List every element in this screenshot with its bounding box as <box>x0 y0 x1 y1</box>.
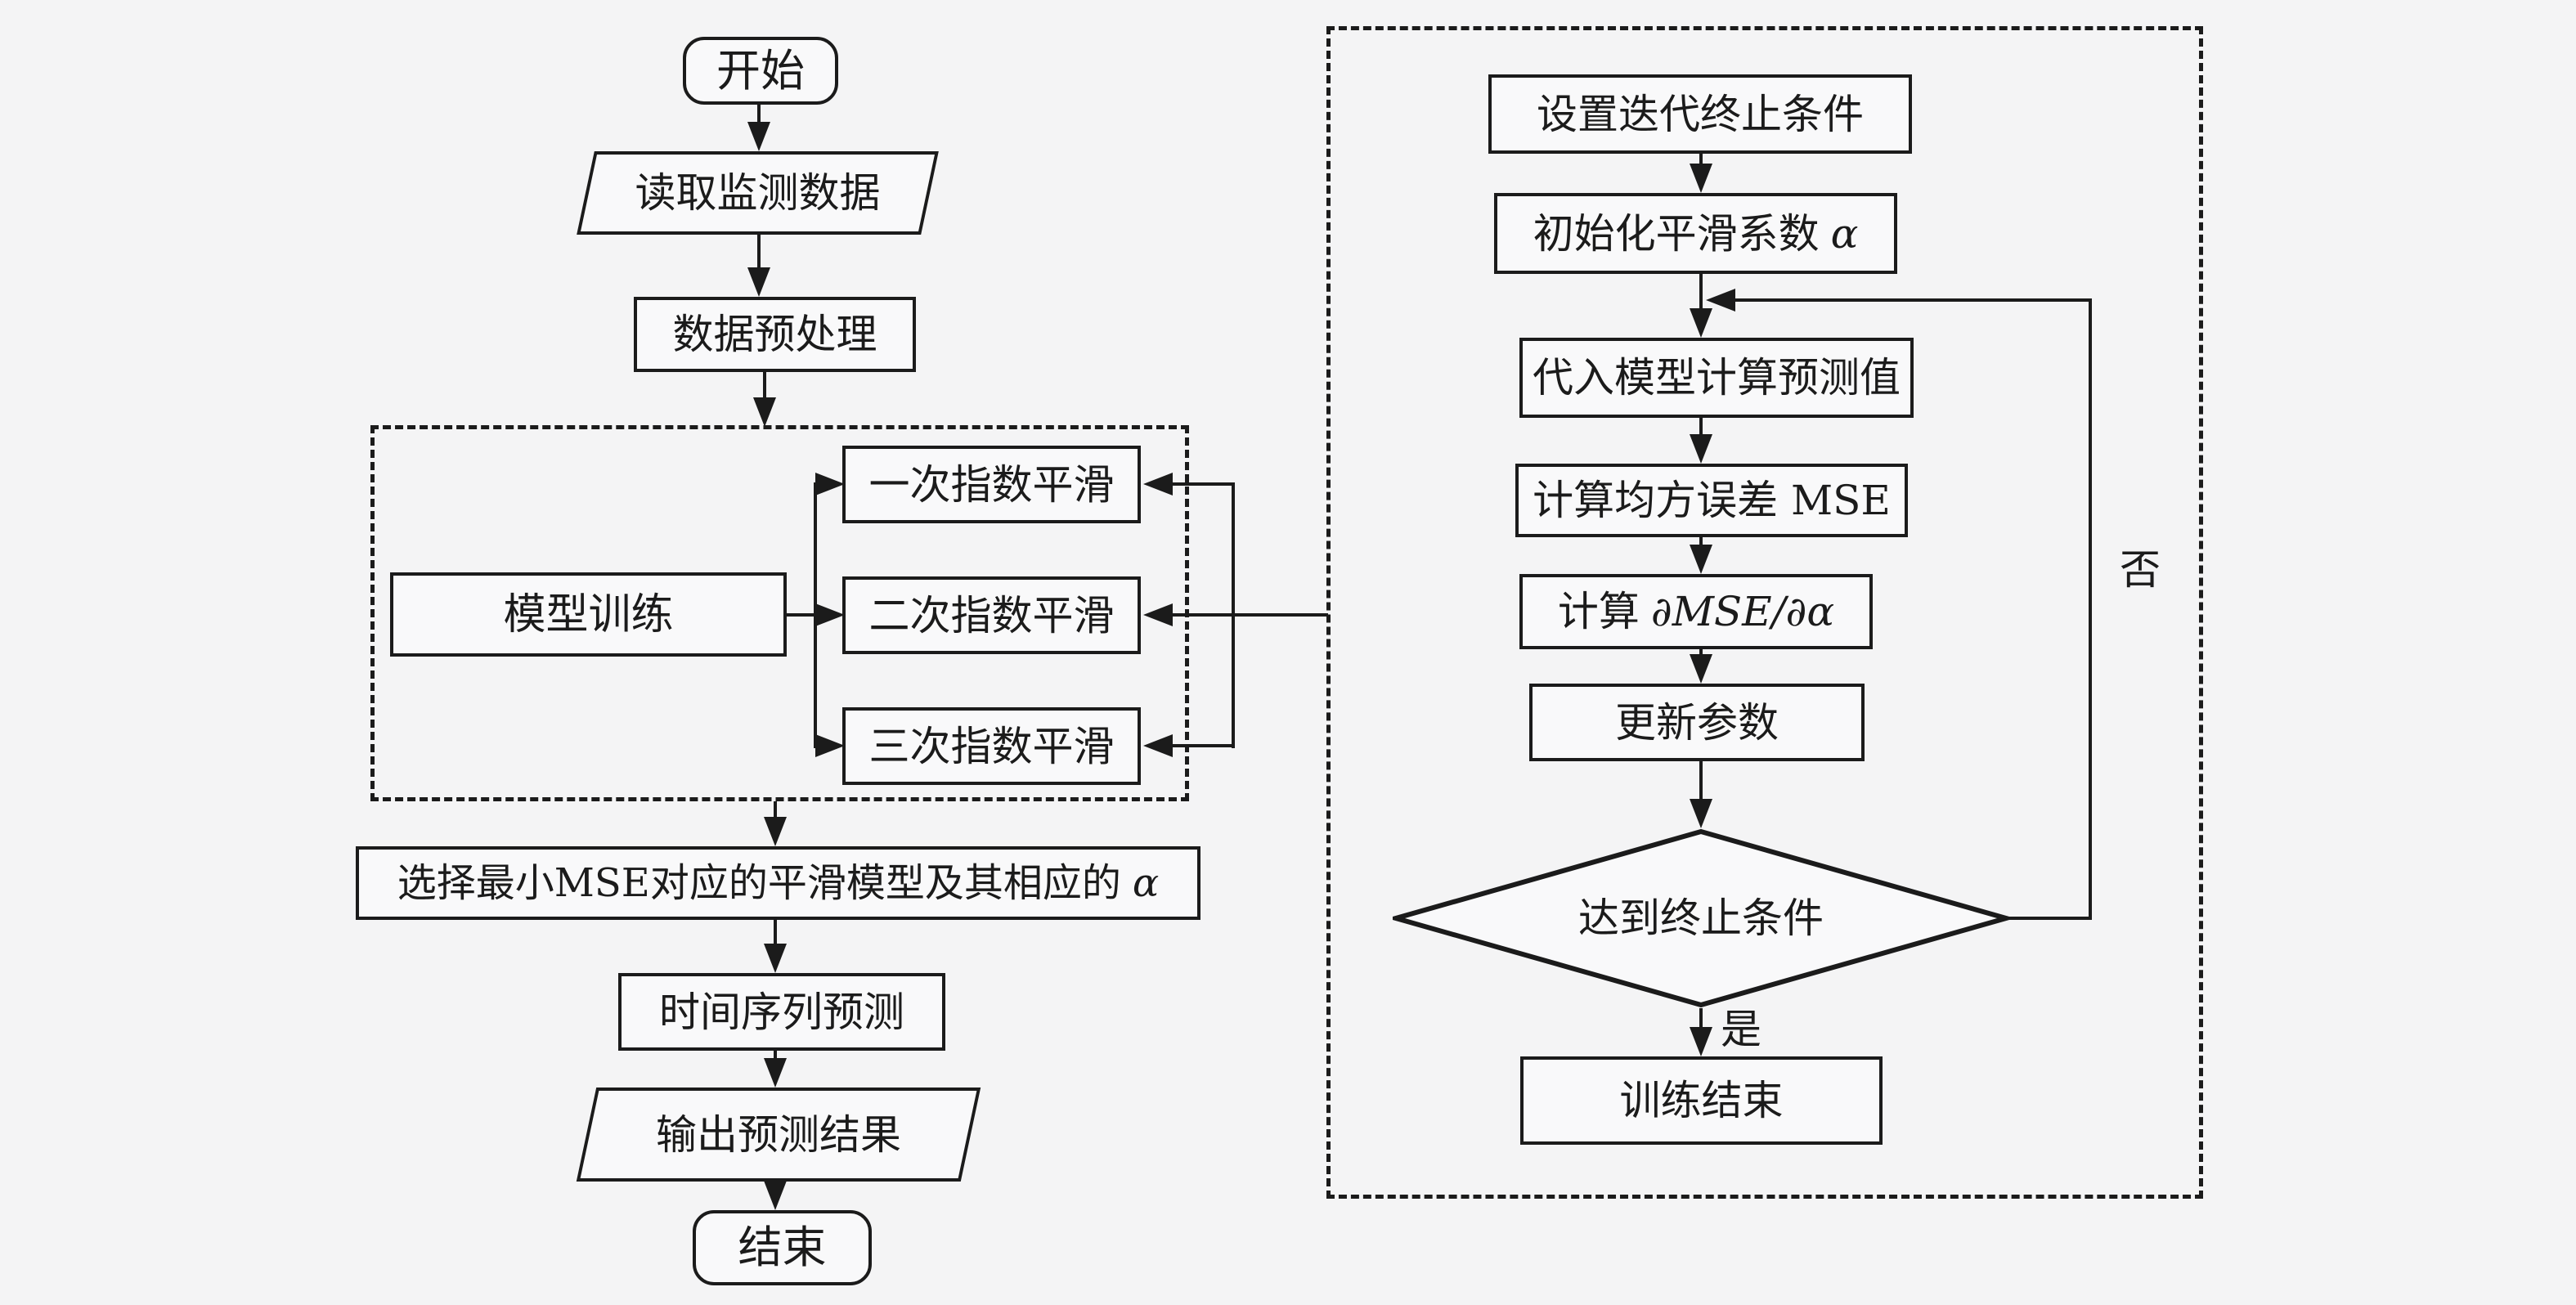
connector-mse-grad <box>1699 537 1703 549</box>
arrowhead-down-init <box>1690 164 1712 193</box>
connector-forecast-output <box>774 1051 777 1062</box>
node-compute-grad-label: 计算 <box>1557 588 1640 635</box>
arrowhead-down-training-box <box>753 397 776 427</box>
connector-loopbox-bracket <box>1232 613 1328 617</box>
node-smooth-3: 三次指数平滑 <box>842 707 1141 785</box>
connector-preprocess-training <box>763 372 766 401</box>
alpha-symbol: α <box>1830 209 1859 258</box>
node-end: 结束 <box>693 1210 872 1285</box>
node-update-params: 更新参数 <box>1529 684 1865 761</box>
node-check-condition: 达到终止条件 <box>1393 828 2009 1008</box>
node-read-data: 读取监测数据 <box>577 151 939 235</box>
node-ts-forecast: 时间序列预测 <box>618 973 945 1051</box>
arrowhead-down-substitute <box>1690 308 1712 338</box>
node-set-condition-label: 设置迭代终止条件 <box>1537 90 1864 138</box>
connector-start-read <box>757 105 761 128</box>
feedback-vertical-line <box>2089 298 2092 920</box>
feedback-horizontal-line <box>1730 298 2092 302</box>
connector-decision-trainend <box>1699 1008 1703 1029</box>
node-smooth-3-label: 三次指数平滑 <box>868 722 1115 770</box>
node-start-label: 开始 <box>716 44 805 96</box>
connector-decision-feedback <box>2008 917 2092 920</box>
label-yes: 是 <box>1721 1009 1761 1050</box>
node-smooth-1: 一次指数平滑 <box>842 446 1141 523</box>
node-compute-mse-label: 计算均方误差 MSE <box>1533 477 1891 524</box>
connector-bracket-smooth-2 <box>1168 613 1233 617</box>
arrowhead-down-trainend <box>1690 1027 1712 1056</box>
arrowhead-left-smooth-3 <box>1143 734 1173 757</box>
arrowhead-down-grad <box>1690 545 1712 574</box>
node-select-model: 选择最小MSE对应的平滑模型及其相应的 α <box>356 846 1200 920</box>
node-check-condition-label: 达到终止条件 <box>1578 895 1824 942</box>
arrowhead-down-update <box>1690 654 1712 684</box>
arrowhead-left-smooth-1 <box>1143 473 1173 496</box>
node-set-condition: 设置迭代终止条件 <box>1488 74 1912 154</box>
node-ts-forecast-label: 时间序列预测 <box>659 988 904 1036</box>
connector-substitute-mse <box>1699 418 1703 439</box>
node-substitute: 代入模型计算预测值 <box>1519 338 1914 418</box>
connector-bracket-smooth-3 <box>1168 744 1233 747</box>
arrowhead-down-preprocess <box>747 267 770 297</box>
arrowhead-right-smooth-1 <box>815 473 845 496</box>
connector-update-decision <box>1699 761 1703 804</box>
node-start: 开始 <box>683 37 838 105</box>
node-compute-grad: 计算 ∂MSE/∂α <box>1519 574 1873 649</box>
node-init-alpha-label: 初始化平滑系数 <box>1533 209 1820 258</box>
node-compute-mse: 计算均方误差 MSE <box>1515 464 1908 537</box>
connector-bracket-smooth-1 <box>1168 482 1233 486</box>
arrowhead-down-decision <box>1690 799 1712 828</box>
alpha-symbol: α <box>1132 860 1160 906</box>
arrowhead-down-select <box>764 817 787 846</box>
node-model-train-label: 模型训练 <box>503 590 674 639</box>
connector-condition-init <box>1699 154 1703 168</box>
node-model-train: 模型训练 <box>390 572 787 657</box>
connector-init-substitute <box>1699 274 1703 313</box>
node-smooth-2-label: 二次指数平滑 <box>868 591 1115 639</box>
decision-diamond-shape <box>1393 828 2009 1008</box>
node-smooth-2: 二次指数平滑 <box>842 576 1141 654</box>
node-output-result: 输出预测结果 <box>576 1088 981 1182</box>
node-update-params-label: 更新参数 <box>1615 698 1779 747</box>
node-substitute-label: 代入模型计算预测值 <box>1533 354 1901 401</box>
arrowhead-down-read <box>747 122 770 151</box>
node-output-result-label: 输出预测结果 <box>656 1110 901 1159</box>
grad-formula: ∂MSE/∂α <box>1650 588 1835 635</box>
arrowhead-right-smooth-3 <box>815 734 845 757</box>
arrowhead-down-forecast <box>764 944 787 973</box>
connector-read-preprocess <box>757 235 761 271</box>
label-yes-text: 是 <box>1721 1006 1761 1053</box>
arrowhead-right-smooth-2 <box>815 603 845 626</box>
node-read-data-label: 读取监测数据 <box>635 169 881 217</box>
arrowhead-down-output <box>764 1058 787 1088</box>
node-train-end: 训练结束 <box>1520 1056 1883 1145</box>
node-train-end-label: 训练结束 <box>1619 1077 1784 1124</box>
connector-select-forecast <box>774 920 777 948</box>
node-preprocess: 数据预处理 <box>634 297 916 372</box>
node-select-model-label: 选择最小MSE对应的平滑模型及其相应的 <box>397 860 1121 906</box>
arrowhead-left-feedback <box>1706 289 1735 312</box>
dashed-box-training-loop <box>1326 26 2203 1199</box>
node-end-label: 结束 <box>738 1222 827 1273</box>
connector-training-select <box>774 801 777 820</box>
label-no-text: 否 <box>2120 546 2161 594</box>
arrowhead-down-mse <box>1690 434 1712 464</box>
node-preprocess-label: 数据预处理 <box>672 311 877 358</box>
label-no: 否 <box>2120 549 2161 590</box>
arrowhead-down-end <box>764 1181 787 1210</box>
connector-train-bracket <box>787 613 817 617</box>
node-smooth-1-label: 一次指数平滑 <box>868 460 1115 509</box>
node-init-alpha: 初始化平滑系数 α <box>1494 193 1897 274</box>
arrowhead-left-smooth-2 <box>1143 603 1173 626</box>
